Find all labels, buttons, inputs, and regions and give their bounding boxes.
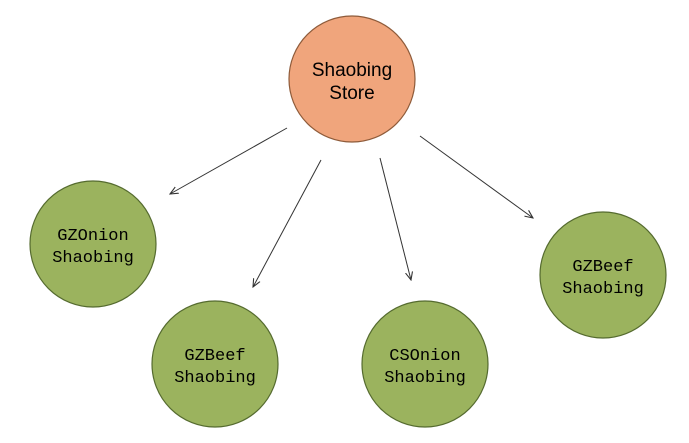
- node-gzbeef-center: GZBeef Shaobing: [151, 300, 279, 428]
- node-gzbeef-center-line-1: GZBeef: [184, 347, 245, 366]
- node-gzbeef-right-circle: [539, 211, 667, 339]
- edge-to-gzbeef-right: [419, 135, 533, 218]
- node-shaobing-store: Shaobing Store: [288, 15, 416, 143]
- node-gzbeef-right-line-1: GZBeef: [572, 258, 633, 277]
- node-gzbeef-right-line-2: Shaobing: [562, 280, 644, 299]
- node-shaobing-store-circle: [288, 15, 416, 143]
- node-shaobing-store-line-2: Store: [329, 83, 374, 104]
- edge-to-gzbeef-center: [253, 159, 322, 287]
- node-csonion-center: CSOnion Shaobing: [361, 300, 489, 428]
- node-gzbeef-center-circle: [151, 300, 279, 428]
- node-gzonion-left-line-2: Shaobing: [52, 249, 134, 268]
- node-csonion-center-line-2: Shaobing: [384, 369, 466, 388]
- node-gzbeef-center-line-2: Shaobing: [174, 369, 256, 388]
- node-csonion-center-line-1: CSOnion: [389, 347, 460, 366]
- edges: [170, 127, 533, 287]
- node-shaobing-store-line-1: Shaobing: [312, 60, 392, 81]
- edge-to-gzonion-left: [170, 127, 288, 194]
- node-gzonion-left: GZOnion Shaobing: [29, 180, 157, 308]
- node-gzonion-left-circle: [29, 180, 157, 308]
- node-csonion-center-circle: [361, 300, 489, 428]
- node-gzbeef-right: GZBeef Shaobing: [539, 211, 667, 339]
- node-gzonion-left-line-1: GZOnion: [57, 227, 128, 246]
- edge-to-csonion-center: [379, 157, 411, 280]
